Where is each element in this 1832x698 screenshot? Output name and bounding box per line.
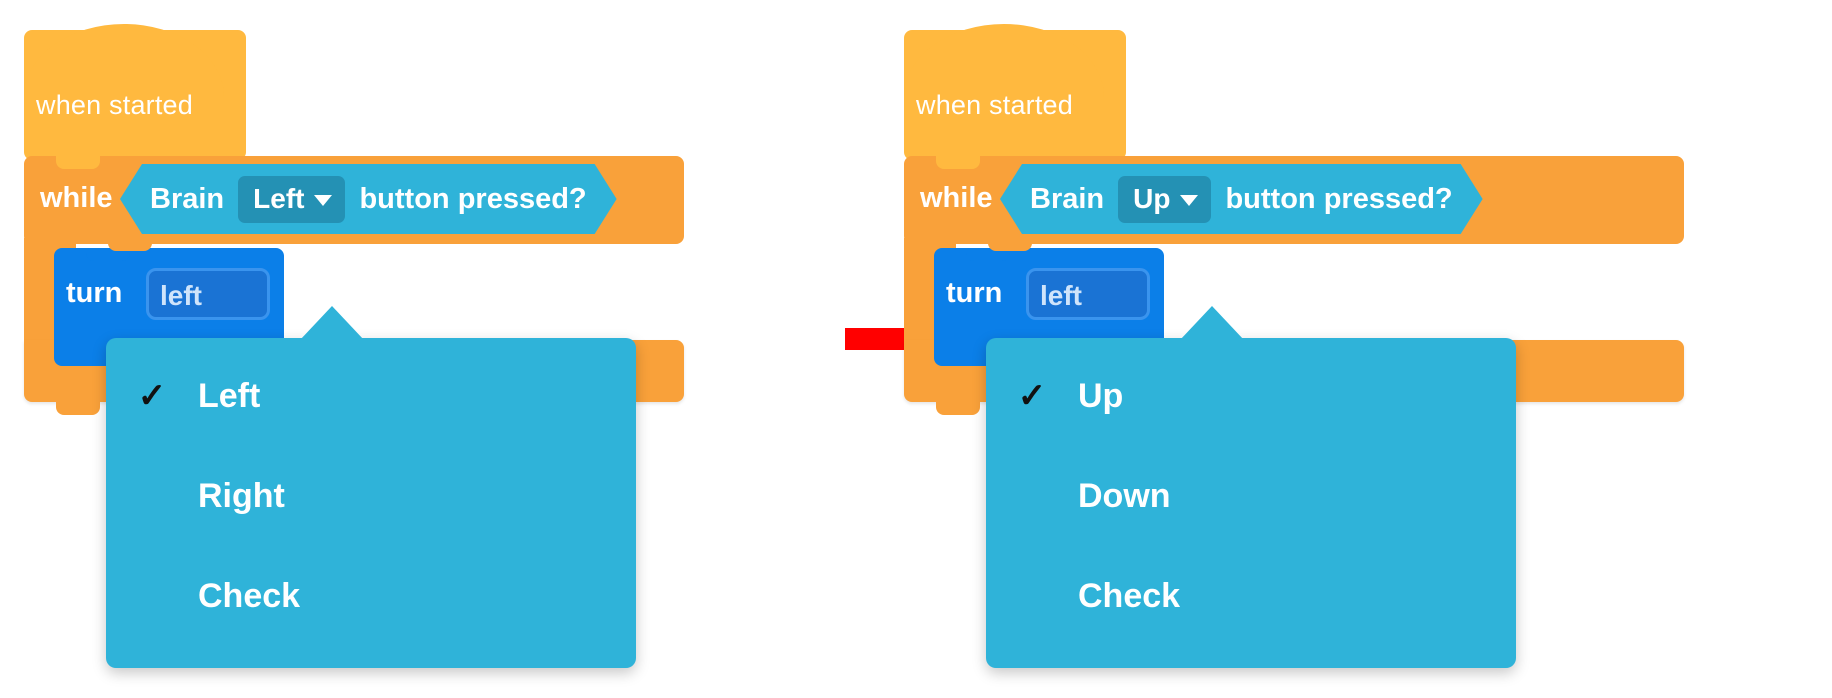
button-dropdown-field[interactable]: Left [238, 176, 345, 223]
dropdown-item-0-label: Left [198, 376, 261, 415]
dropdown-item-1[interactable]: Right [106, 466, 636, 526]
while-inner-notch [988, 238, 1032, 251]
block-stack-after: when started while Brain Up button press… [880, 0, 1767, 698]
checkmark-icon: ✓ [137, 377, 167, 415]
loop-arrow-icon [726, 352, 770, 394]
while-bottom-notch [56, 402, 100, 415]
turn-direction-value: left [160, 280, 202, 311]
dropdown-item-1-label: Right [198, 476, 285, 515]
dropdown-pointer [1180, 306, 1244, 340]
dropdown-item-2-label: Check [1078, 576, 1181, 615]
while-inner-notch [108, 238, 152, 251]
brain-button-pressed-condition[interactable]: Brain Left button pressed? [120, 164, 617, 234]
condition-suffix-label: button pressed? [1225, 182, 1453, 215]
button-dropdown-value: Left [253, 182, 305, 214]
chevron-down-icon[interactable] [1180, 195, 1198, 206]
turn-direction-field[interactable] [146, 268, 270, 320]
brain-button-pressed-condition[interactable]: Brain Up button pressed? [1000, 164, 1483, 234]
condition-prefix-label: Brain [1030, 182, 1105, 215]
block-stack-before: when started while Brain Left button pre… [0, 0, 840, 698]
hat-bottom-notch [56, 156, 100, 169]
turn-label: turn [946, 277, 1003, 309]
when-started-label: when started [916, 90, 1073, 120]
dropdown-item-0[interactable]: ✓ Left [106, 366, 636, 426]
button-dropdown-value: Up [1133, 182, 1171, 214]
turn-label: turn [66, 277, 123, 309]
dropdown-item-0[interactable]: ✓ Up [986, 366, 1516, 426]
button-dropdown-field[interactable]: Up [1118, 176, 1211, 223]
checkmark-icon: ✓ [1017, 377, 1047, 415]
turn-block-notch [86, 248, 130, 261]
turn-direction-value: left [1040, 280, 1082, 311]
button-dropdown-menu[interactable]: ✓ Left Right Check [106, 338, 636, 668]
dropdown-item-2-label: Check [198, 576, 301, 615]
turn-block-notch [966, 248, 1010, 261]
turn-direction-field[interactable] [1026, 268, 1150, 320]
while-label: while [920, 182, 993, 214]
dropdown-item-0-label: Up [1078, 376, 1124, 415]
loop-arrow-icon [1726, 352, 1770, 394]
dropdown-item-2[interactable]: Check [106, 566, 636, 626]
hat-bottom-notch [936, 156, 980, 169]
while-bottom-notch [936, 402, 980, 415]
dropdown-item-1[interactable]: Down [986, 466, 1516, 526]
condition-prefix-label: Brain [150, 182, 225, 215]
dropdown-item-2[interactable]: Check [986, 566, 1516, 626]
dropdown-item-1-label: Down [1078, 476, 1171, 515]
when-started-label: when started [36, 90, 193, 120]
button-dropdown-menu[interactable]: ✓ Up Down Check [986, 338, 1516, 668]
while-label: while [40, 182, 113, 214]
condition-suffix-label: button pressed? [359, 182, 587, 215]
dropdown-pointer [300, 306, 364, 340]
chevron-down-icon[interactable] [314, 195, 332, 206]
